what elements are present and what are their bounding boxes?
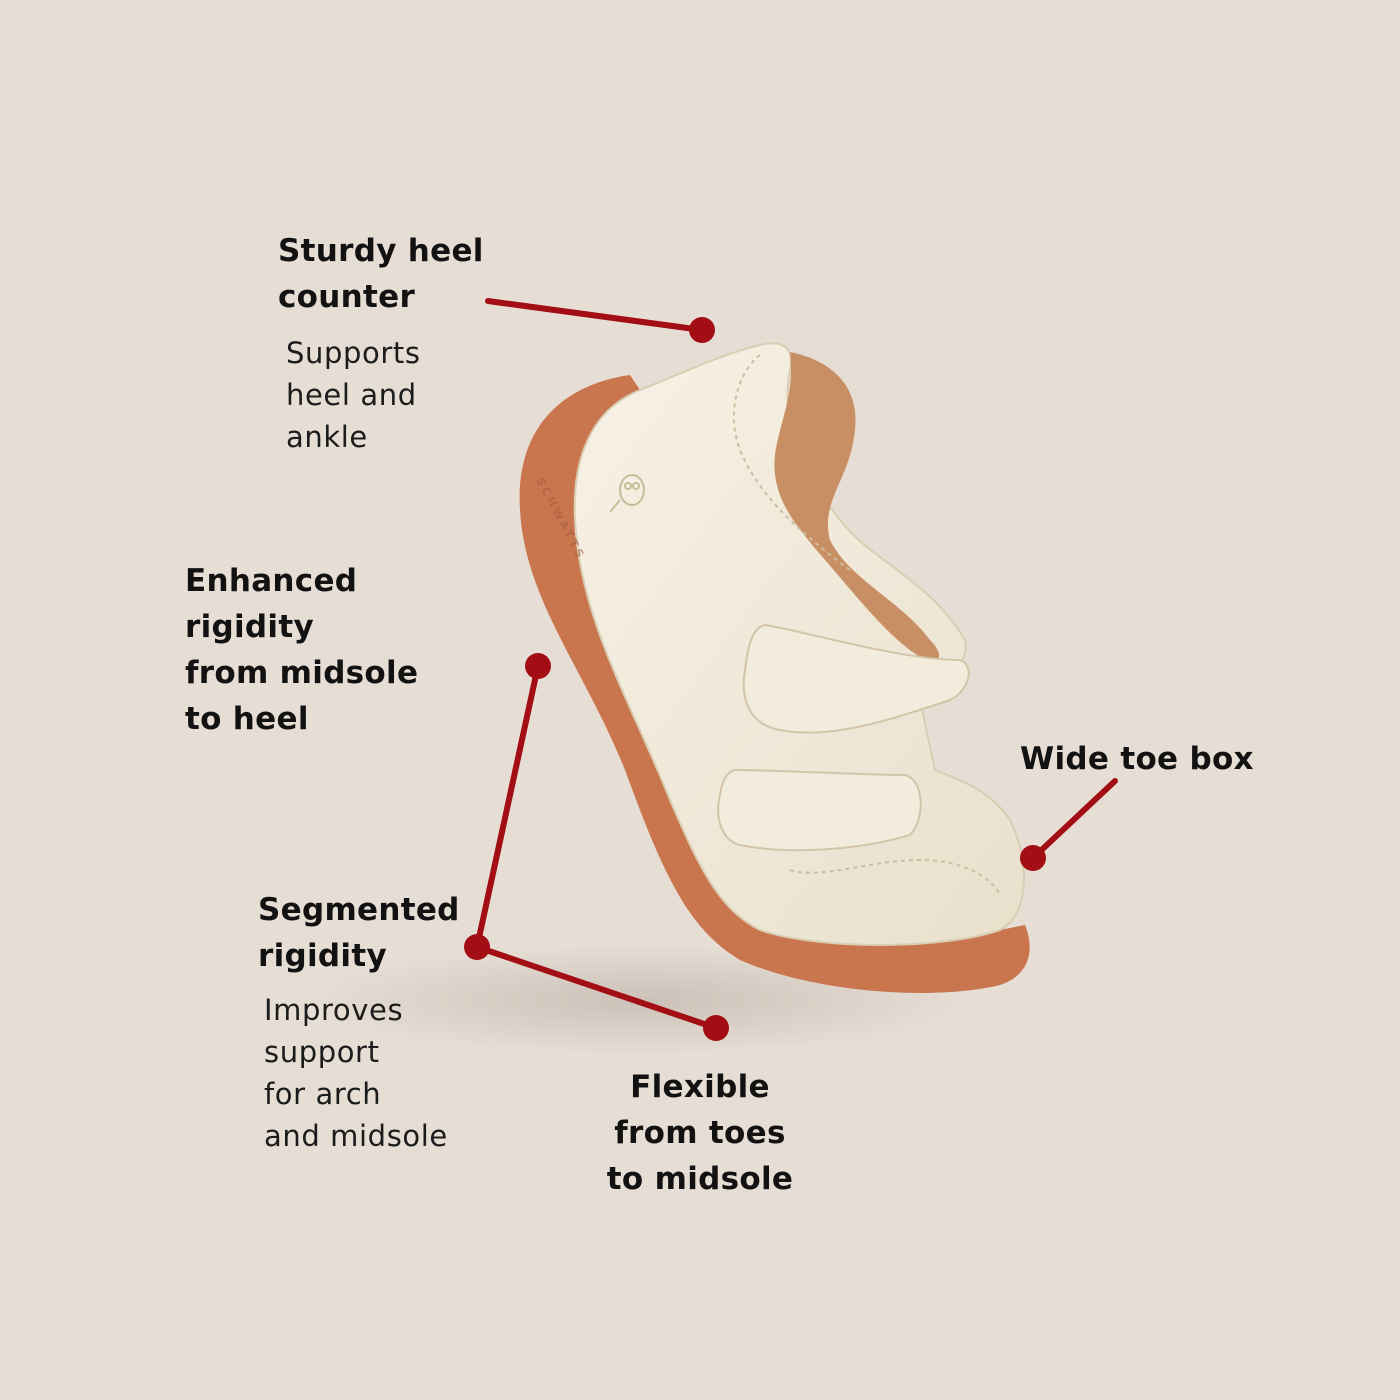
lower-strap (717, 768, 922, 852)
desc-line: Supports (286, 336, 421, 370)
title-line: to heel (185, 701, 309, 737)
rigidity-dot (525, 653, 551, 679)
segmented-dot (464, 934, 490, 960)
callout-heel-counter: Sturdy heel counter Supports heel and an… (278, 228, 484, 458)
callout-dots (464, 317, 1046, 1041)
callout-lines (474, 298, 1118, 1031)
desc-line: Improves (264, 993, 404, 1027)
heel-counter-dot (689, 317, 715, 343)
flexible-dot (703, 1015, 729, 1041)
title-line: Wide toe box (1020, 741, 1254, 777)
desc-line: ankle (286, 420, 368, 454)
desc-line: and midsole (264, 1119, 448, 1153)
segmented-desc: Improves support for arch and midsole (264, 989, 460, 1157)
heel-counter-title: Sturdy heel counter (278, 228, 484, 320)
title-line: Sturdy heel (278, 233, 484, 269)
callout-segmented: Segmented rigidity Improves support for … (258, 887, 460, 1157)
flexible-leader (474, 944, 719, 1031)
title-line: from midsole (185, 655, 419, 691)
toe-stitching (789, 858, 1001, 896)
desc-line: support (264, 1035, 380, 1069)
rigidity-title: Enhanced rigidity from midsole to heel (185, 558, 418, 742)
rigidity-leader (474, 663, 541, 950)
toe-box-leader (1030, 778, 1118, 861)
heel-counter-leader (485, 298, 705, 333)
title-line: Segmented (258, 892, 460, 928)
upper-strap (742, 623, 970, 734)
heel-counter-desc: Supports heel and ankle (286, 332, 484, 458)
toe-box-dot (1020, 845, 1046, 871)
title-line: counter (278, 279, 416, 315)
title-line: Flexible (630, 1069, 770, 1105)
callout-toe-box: Wide toe box (1020, 736, 1254, 782)
owl-logo-icon (609, 474, 645, 513)
title-line: from toes (614, 1115, 786, 1151)
desc-line: heel and (286, 378, 417, 412)
segmented-title: Segmented rigidity (258, 887, 460, 979)
title-line: to midsole (606, 1161, 794, 1197)
shoe-sole (519, 375, 1030, 993)
title-line: rigidity (258, 938, 387, 974)
shoe-lining (774, 352, 940, 662)
toe-box-title: Wide toe box (1020, 736, 1254, 782)
flexible-title: Flexible from toes to midsole (590, 1064, 810, 1202)
title-line: Enhanced (185, 563, 358, 599)
callout-rigidity: Enhanced rigidity from midsole to heel (185, 558, 418, 742)
callout-flexible: Flexible from toes to midsole (590, 1064, 810, 1202)
desc-line: for arch (264, 1077, 382, 1111)
title-line: rigidity (185, 609, 314, 645)
